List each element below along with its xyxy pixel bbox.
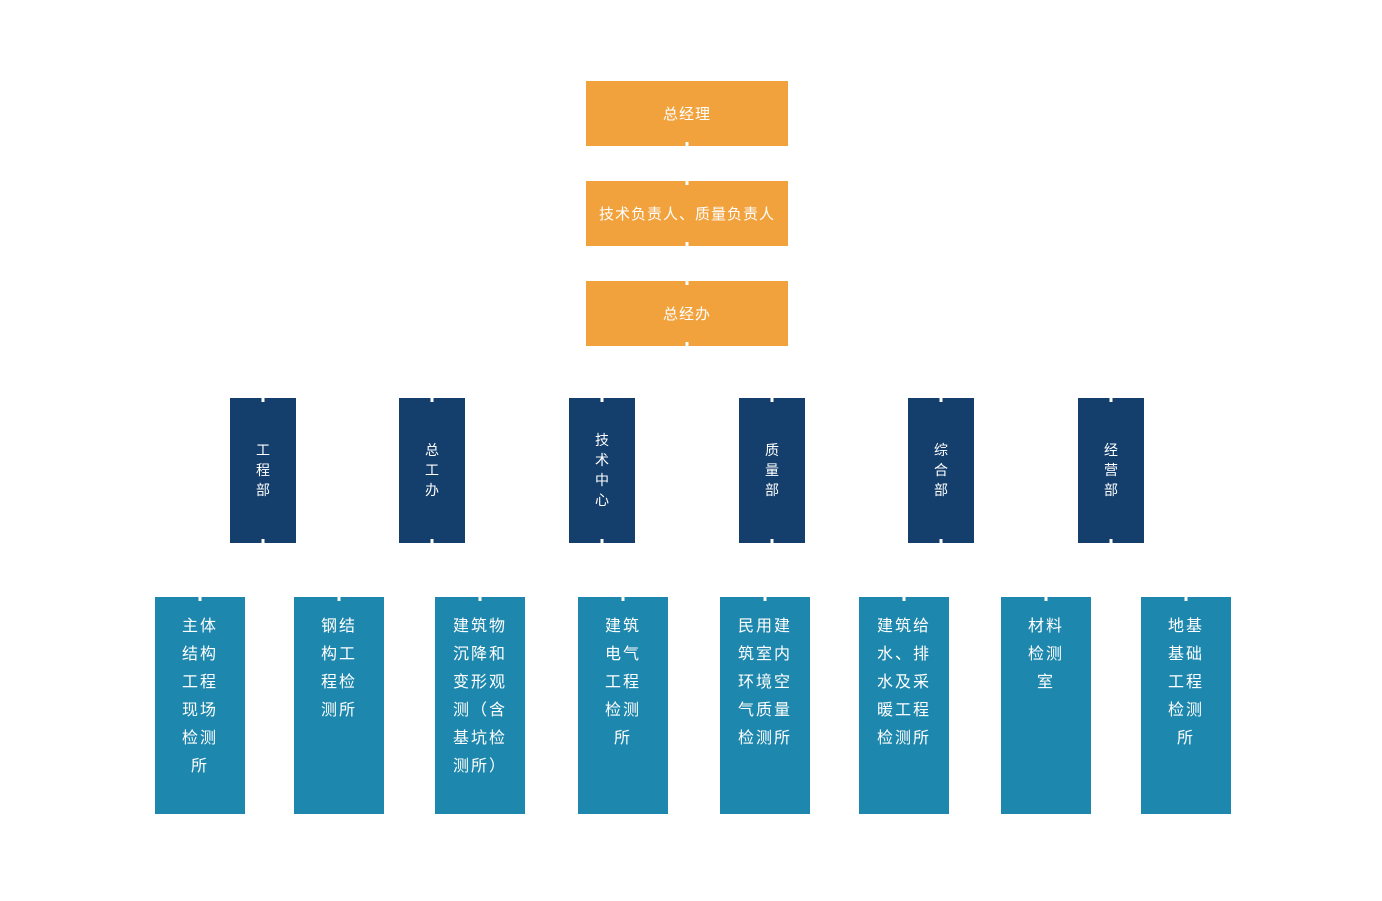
org-node-gm-office: 总经办 xyxy=(586,281,788,346)
org-node-label: 主体 结构 工程 现场 检测 所 xyxy=(181,616,218,775)
org-node-label: 总 工 办 xyxy=(425,442,439,499)
org-node-inst-materials-testing-room: 材料 检测 室 xyxy=(1001,597,1091,814)
org-node-dept-general-affairs: 综 合 部 xyxy=(908,398,974,543)
org-node-label: 材料 检测 室 xyxy=(1027,616,1064,691)
org-node-tech-quality-leaders: 技术负责人、质量负责人 xyxy=(586,181,788,246)
org-node-inst-settlement-deformation-observation: 建筑物 沉降和 变形观 测（含 基坑检 测所） xyxy=(435,597,525,814)
org-node-dept-quality: 质 量 部 xyxy=(739,398,805,543)
org-node-label: 技术负责人、质量负责人 xyxy=(598,205,775,223)
org-node-label: 民用建 筑室内 环境空 气质量 检测所 xyxy=(737,616,792,747)
org-node-inst-main-structure-site-testing: 主体 结构 工程 现场 检测 所 xyxy=(155,597,245,814)
org-node-inst-indoor-air-quality-testing: 民用建 筑室内 环境空 气质量 检测所 xyxy=(720,597,810,814)
org-node-label: 地基 基础 工程 检测 所 xyxy=(1167,616,1204,747)
org-node-general-manager: 总经理 xyxy=(586,81,788,146)
org-node-inst-steel-structure-testing: 钢结 构工 程检 测所 xyxy=(294,597,384,814)
org-node-label: 建筑 电气 工程 检测 所 xyxy=(604,616,641,747)
org-node-dept-chief-engineer-office: 总 工 办 xyxy=(399,398,465,543)
org-node-label: 总经办 xyxy=(662,305,711,323)
org-node-label: 工 程 部 xyxy=(256,442,270,499)
org-node-inst-electrical-engineering-testing: 建筑 电气 工程 检测 所 xyxy=(578,597,668,814)
org-node-label: 质 量 部 xyxy=(765,442,779,499)
org-node-label: 建筑给 水、排 水及采 暖工程 检测所 xyxy=(876,616,931,747)
org-node-dept-technical-center: 技 术 中 心 xyxy=(569,398,635,543)
org-node-label: 综 合 部 xyxy=(934,442,948,499)
org-node-dept-engineering: 工 程 部 xyxy=(230,398,296,543)
org-node-dept-business: 经 营 部 xyxy=(1078,398,1144,543)
org-node-inst-foundation-engineering-testing: 地基 基础 工程 检测 所 xyxy=(1141,597,1231,814)
org-node-label: 经 营 部 xyxy=(1104,442,1118,499)
org-node-label: 技 术 中 心 xyxy=(595,432,609,509)
org-node-label: 建筑物 沉降和 变形观 测（含 基坑检 测所） xyxy=(452,616,507,775)
org-node-label: 钢结 构工 程检 测所 xyxy=(320,616,357,719)
org-node-inst-water-supply-drainage-heating-testing: 建筑给 水、排 水及采 暖工程 检测所 xyxy=(859,597,949,814)
org-node-label: 总经理 xyxy=(662,105,711,123)
